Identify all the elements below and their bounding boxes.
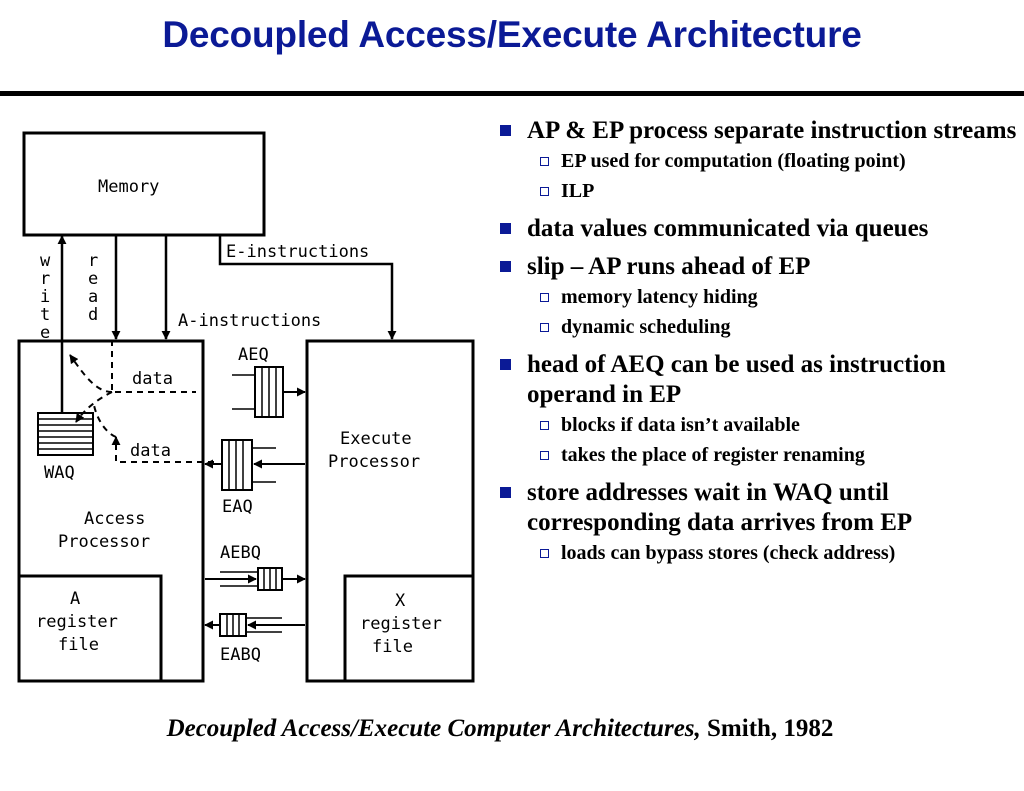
svg-text:i: i <box>40 287 50 307</box>
x-register-label-1: X <box>395 591 406 611</box>
sub-bullet-4-2: takes the place of register renaming <box>497 440 1017 470</box>
bullet-3: slip – AP runs ahead of EP <box>497 252 1017 282</box>
svg-text:r: r <box>88 251 98 271</box>
memory-box <box>22 131 266 237</box>
citation-title: Decoupled Access/Execute Computer Archit… <box>166 715 701 742</box>
read-label: r e a d <box>88 251 98 325</box>
square-bullet-icon <box>500 487 511 498</box>
sub-bullet-4-1: blocks if data isn’t available <box>497 410 1017 440</box>
data-bottom-label: data <box>130 441 171 461</box>
a-register-label-1: A <box>70 589 80 609</box>
access-processor-label-2: Processor <box>58 532 150 552</box>
waq-label: WAQ <box>44 463 75 483</box>
data-dashed-paths <box>69 340 214 463</box>
aeq-queue <box>232 366 284 418</box>
bullet-4: head of AEQ can be used as instruction o… <box>497 350 1017 410</box>
eabq-label: EABQ <box>220 645 261 665</box>
hollow-square-bullet-icon <box>540 157 549 166</box>
svg-text:w: w <box>40 251 51 271</box>
hollow-square-bullet-icon <box>540 421 549 430</box>
data-top-label: data <box>132 369 173 389</box>
svg-text:a: a <box>88 287 98 307</box>
bullet-1: AP & EP process separate instruction str… <box>497 116 1017 146</box>
hollow-square-bullet-icon <box>540 323 549 332</box>
slide-title: Decoupled Access/Execute Architecture <box>162 14 862 55</box>
memory-label: Memory <box>98 177 159 197</box>
hollow-square-bullet-icon <box>540 451 549 460</box>
hollow-square-bullet-icon <box>540 549 549 558</box>
a-register-label-3: file <box>58 635 99 655</box>
hollow-square-bullet-icon <box>540 187 549 196</box>
execute-processor-label-1: Execute <box>340 429 412 449</box>
svg-text:e: e <box>88 269 98 289</box>
square-bullet-icon <box>500 359 511 370</box>
sub-bullet-1-1: EP used for computation (floating point) <box>497 146 1017 176</box>
bullet-5-text: store addresses wait in WAQ until corres… <box>527 479 913 536</box>
dae-diagram: Memory w r i t e r e a d A-instructions … <box>17 131 475 683</box>
execute-processor-label-2: Processor <box>328 452 420 472</box>
e-instructions-label: E-instructions <box>226 242 369 262</box>
sub-bullet-1-2: ILP <box>497 176 1017 206</box>
bullet-2: data values communicated via queues <box>497 214 1017 244</box>
svg-text:t: t <box>40 305 50 325</box>
bullet-list: AP & EP process separate instruction str… <box>497 116 1017 568</box>
a-instructions-label: A-instructions <box>178 311 321 331</box>
bullet-5: store addresses wait in WAQ until corres… <box>497 478 1017 538</box>
aeq-label: AEQ <box>238 345 269 365</box>
svg-text:r: r <box>40 269 50 289</box>
hollow-square-bullet-icon <box>540 293 549 302</box>
citation-caption: Decoupled Access/Execute Computer Archit… <box>0 715 1000 743</box>
aebq-label: AEBQ <box>220 543 261 563</box>
bullet-3-text: slip – AP runs ahead of EP <box>527 253 811 280</box>
access-processor-label-1: Access <box>84 509 145 529</box>
svg-text:e: e <box>40 323 50 343</box>
bullet-4-text: head of AEQ can be used as instruction o… <box>527 351 946 408</box>
sub-bullet-3-1: memory latency hiding <box>497 282 1017 312</box>
waq-queue <box>37 412 94 456</box>
x-register-label-2: register <box>360 614 442 634</box>
square-bullet-icon <box>500 261 511 272</box>
aebq-queue <box>220 567 283 591</box>
bullet-1-text: AP & EP process separate instruction str… <box>527 117 1017 144</box>
title-divider <box>0 91 1024 96</box>
sub-bullet-5-1: loads can bypass stores (check address) <box>497 538 1017 568</box>
bullet-2-text: data values communicated via queues <box>527 215 929 242</box>
citation-author-year: Smith, 1982 <box>700 715 834 742</box>
a-register-label-2: register <box>36 612 118 632</box>
write-label: w r i t e <box>40 251 51 343</box>
x-register-file-box <box>343 574 475 683</box>
square-bullet-icon <box>500 223 511 234</box>
e-instructions-arrow <box>218 236 397 340</box>
sub-bullet-3-2: dynamic scheduling <box>497 312 1017 342</box>
square-bullet-icon <box>500 125 511 136</box>
x-register-label-3: file <box>372 637 413 657</box>
svg-text:d: d <box>88 305 98 325</box>
a-register-file-box <box>17 574 163 683</box>
eaq-label: EAQ <box>222 497 253 517</box>
